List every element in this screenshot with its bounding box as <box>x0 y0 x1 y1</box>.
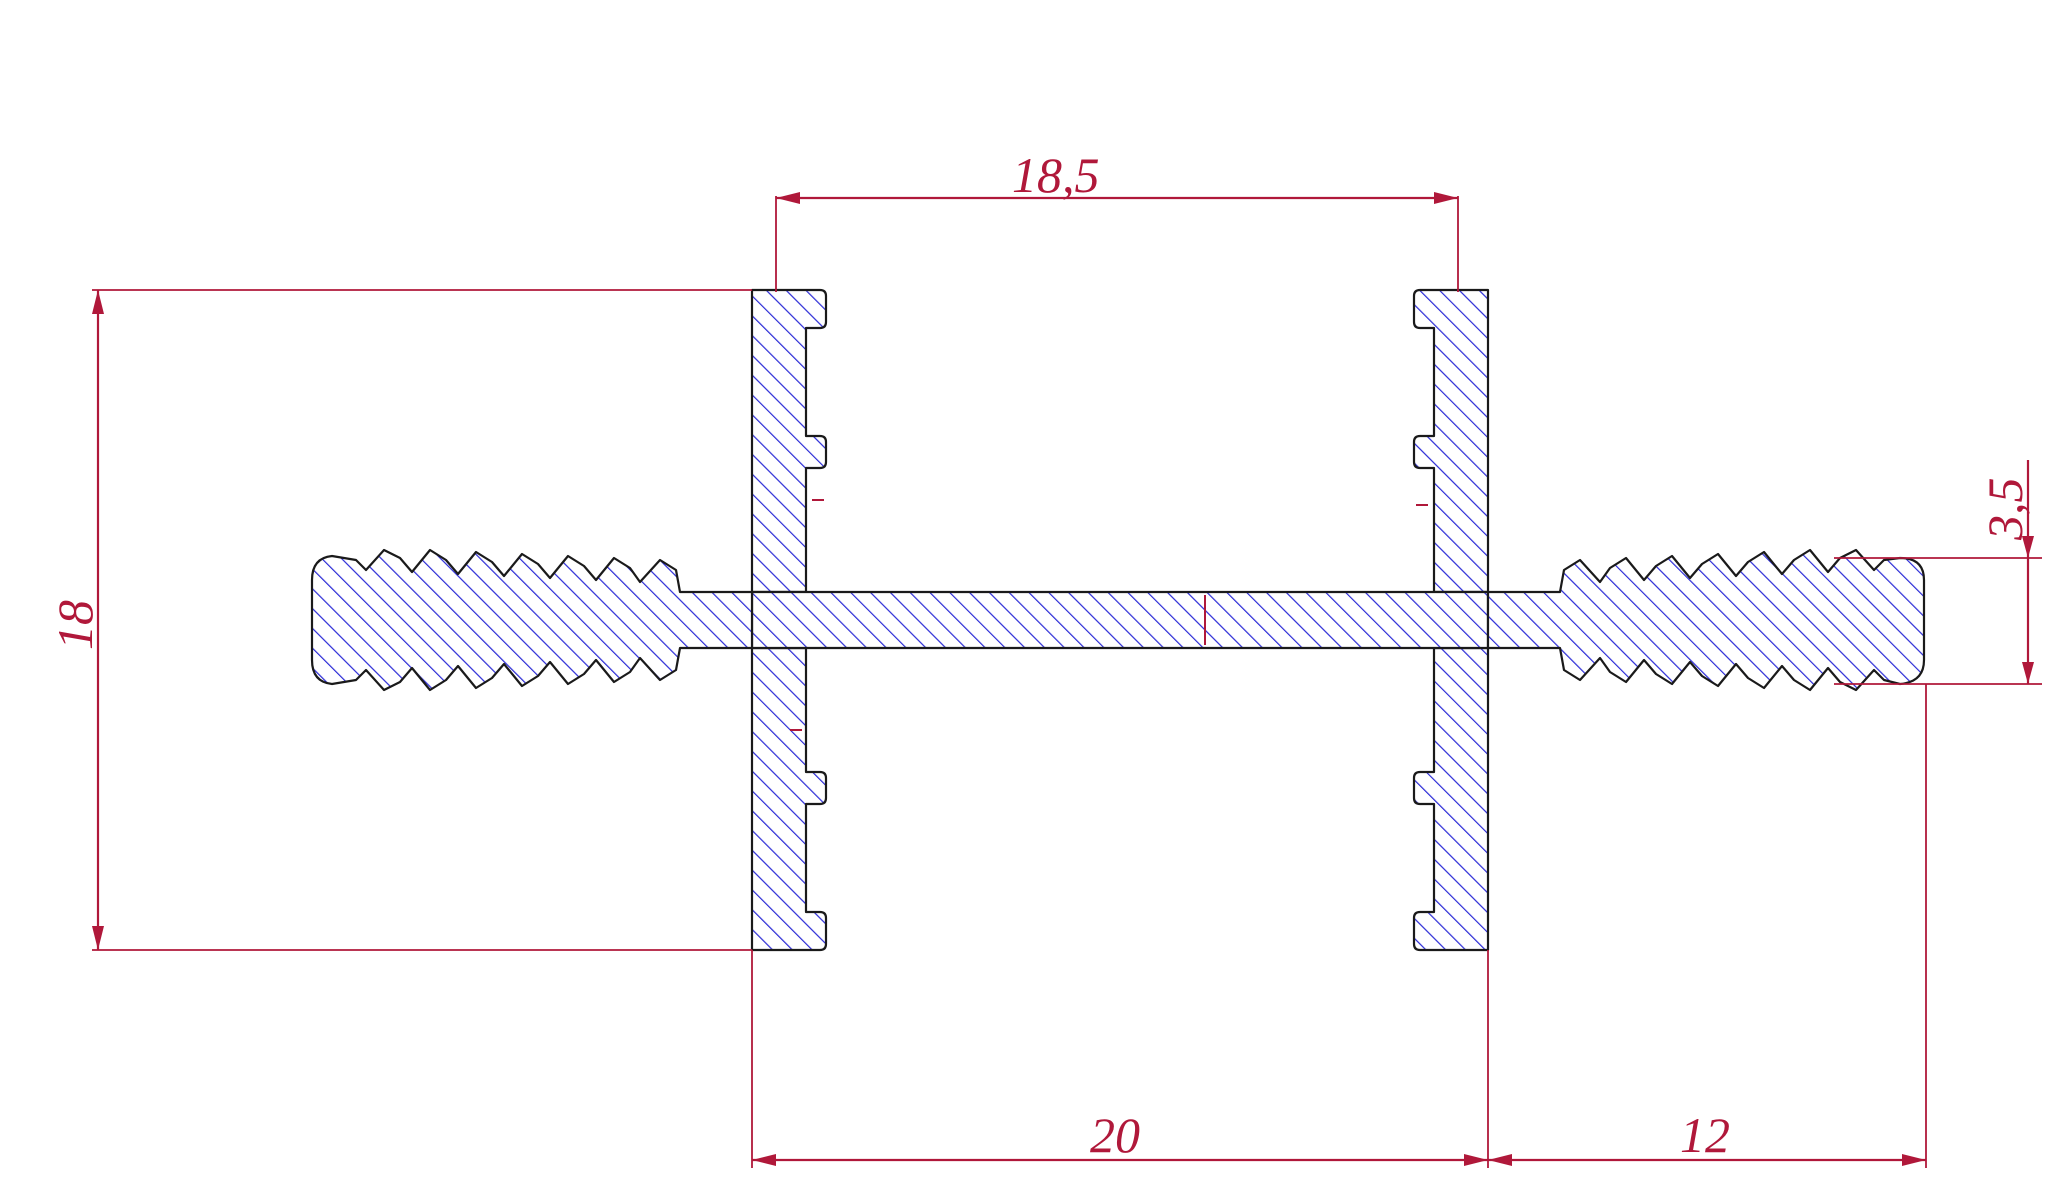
right-wall <box>1412 288 1490 594</box>
body-width-label: 20 <box>1090 1107 1140 1163</box>
arrow-down <box>92 926 104 950</box>
left-fin <box>310 548 754 692</box>
dimension-overall-height: 18 <box>47 289 752 951</box>
center-web <box>750 590 1490 650</box>
dimension-top-width: 18,5 <box>775 147 1459 292</box>
right-fin <box>1486 548 1926 692</box>
top-width-label: 18,5 <box>1012 147 1100 203</box>
dimension-body-width: 20 <box>751 950 1489 1168</box>
arrow-body-left <box>752 1154 776 1166</box>
fin-length-label: 12 <box>1680 1107 1730 1163</box>
arrow-up <box>92 290 104 314</box>
height-label: 18 <box>47 600 103 650</box>
left-wall <box>750 288 828 594</box>
profile-section <box>310 288 1926 952</box>
arrow-fin-left <box>1488 1154 1512 1166</box>
dimension-fin-length: 12 <box>1488 684 1927 1168</box>
dimension-fin-thickness: 3,5 <box>1834 460 2042 685</box>
right-wall-lower <box>1412 646 1490 952</box>
arrow-fin-right <box>1902 1154 1926 1166</box>
arrow-left <box>776 192 800 204</box>
arrow-body-right <box>1464 1154 1488 1166</box>
arrow-right <box>1434 192 1458 204</box>
fin-thickness-label: 3,5 <box>1977 478 2033 542</box>
arrow-fin-top <box>2022 536 2034 558</box>
left-wall-lower <box>750 646 828 952</box>
arrow-fin-bottom <box>2022 662 2034 684</box>
